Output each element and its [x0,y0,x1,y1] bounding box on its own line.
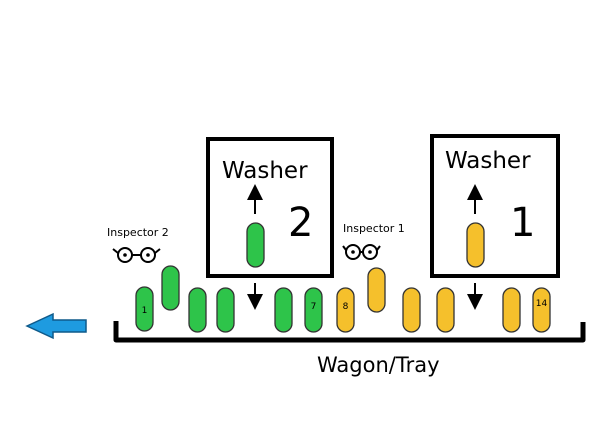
tray-outline [113,321,586,343]
glasses-icon [112,247,161,263]
inspector-2-label: Inspector 2 [107,226,169,239]
capsule-11 [436,287,455,333]
glasses-icon [342,244,381,260]
inspector-2: Inspector 2 [107,226,169,263]
direction-arrow-icon [25,312,87,340]
capsule-14 [532,287,551,333]
washer-1-number: 1 [510,200,535,246]
capsule-8 [336,287,355,333]
washer-1-label: Washer [445,148,531,174]
capsule-8-number: 8 [343,302,349,312]
capsule-row: 1 7 8 14 [135,265,551,333]
washer-1-capsule [466,222,485,268]
washer-1-box [430,134,560,278]
capsule-9-raised [367,267,386,313]
inspector-1-label: Inspector 1 [343,222,405,235]
washer-2: Washer 2 [206,137,334,310]
capsule-4 [216,287,235,333]
capsule-2-raised [161,265,180,311]
washer-2-number: 2 [288,200,313,246]
capsule-6 [274,287,293,333]
inspector-1: Inspector 1 [342,222,405,260]
capsule-3 [188,287,207,333]
wagon-tray: Wagon/Tray [113,321,586,377]
capsule-13 [502,287,521,333]
capsule-7 [304,287,323,333]
washer-2-box [206,137,334,278]
capsule-7-number: 7 [311,302,317,312]
capsule-14-number: 14 [536,299,548,309]
tray-label: Wagon/Tray [317,353,440,377]
washer-2-label: Washer [222,158,308,184]
capsule-1 [135,286,154,332]
capsule-10 [402,287,421,333]
washer-1: Washer 1 [430,134,560,310]
capsule-1-number: 1 [142,306,148,316]
washer-2-capsule [246,222,265,268]
